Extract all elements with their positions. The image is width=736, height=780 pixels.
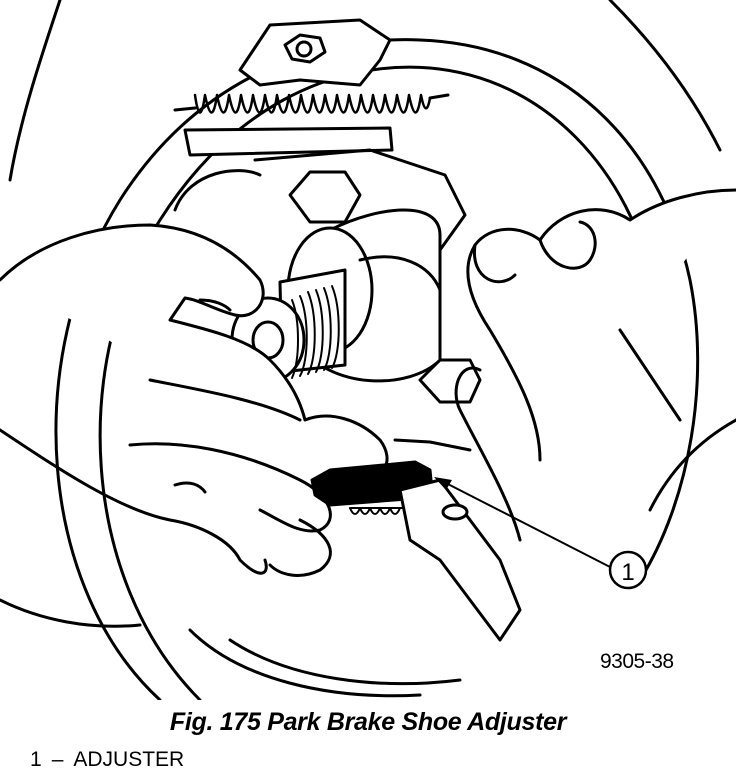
callout-1: 1 [434, 477, 648, 590]
legend-label: ADJUSTER [73, 748, 185, 771]
legend-item: 1–ADJUSTER [30, 748, 194, 772]
callout-circle [608, 550, 648, 590]
figure-code: 9305-38 [600, 650, 674, 673]
shoe-web [173, 126, 467, 252]
callout-number: 1 [621, 559, 634, 586]
legend-number: 1 [30, 748, 42, 771]
upper-spring [173, 93, 450, 114]
right-hand [454, 188, 736, 542]
park-brake-illustration: 1 [0, 0, 736, 700]
upper-bracket [238, 18, 392, 87]
legend-separator: – [51, 748, 64, 771]
adjuster-lever [393, 438, 522, 642]
figure-caption: Fig. 175 Park Brake Shoe Adjuster [169, 708, 567, 736]
